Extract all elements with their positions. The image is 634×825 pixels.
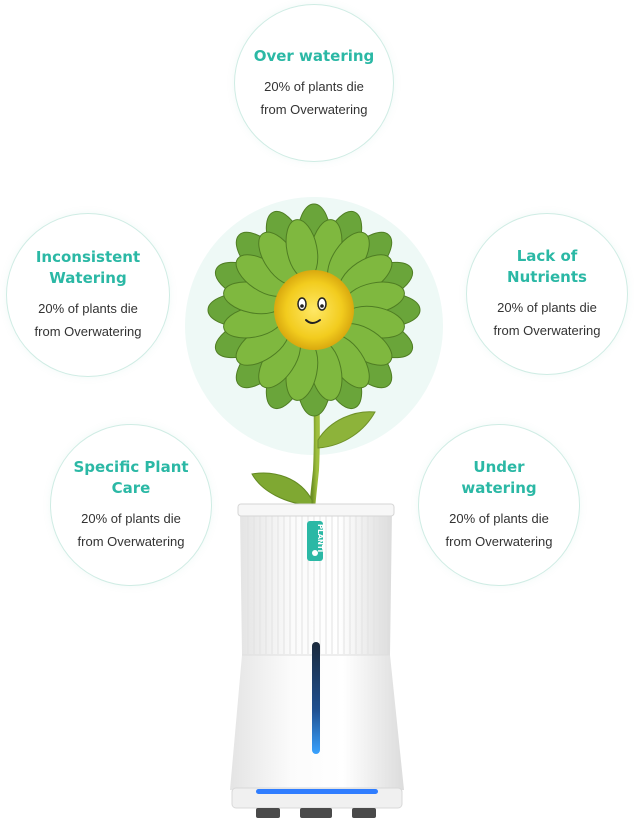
card-description: 20% of plants die from Overwatering bbox=[445, 511, 553, 549]
card-title: Under watering bbox=[461, 458, 537, 497]
pot-ribs bbox=[247, 516, 387, 654]
foot bbox=[300, 808, 332, 818]
card-title: Specific Plant Care bbox=[73, 458, 189, 497]
flower-center bbox=[274, 270, 354, 350]
brand-logo-icon bbox=[312, 550, 318, 556]
card-lack-of-nutrients: Lack of Nutrients 20% of plants die from… bbox=[466, 213, 628, 375]
card-title: Lack of Nutrients bbox=[507, 247, 587, 286]
pupil-left bbox=[300, 304, 304, 308]
flower-petals bbox=[207, 203, 421, 417]
pupil-right bbox=[320, 304, 324, 308]
card-specific-plant-care: Specific Plant Care 20% of plants die fr… bbox=[50, 424, 212, 586]
leaf-left bbox=[251, 472, 313, 507]
base-led-strip bbox=[256, 789, 378, 794]
card-description: 20% of plants die from Overwatering bbox=[77, 511, 185, 549]
card-over-watering: Over watering 20% of plants die from Ove… bbox=[234, 4, 394, 162]
foot bbox=[352, 808, 376, 818]
card-under-watering: Under watering 20% of plants die from Ov… bbox=[418, 424, 580, 586]
water-level-indicator bbox=[312, 642, 320, 754]
foot bbox=[256, 808, 280, 818]
pot-rim bbox=[237, 503, 395, 517]
card-description: 20% of plants die from Overwatering bbox=[34, 301, 142, 339]
card-title: Over watering bbox=[253, 46, 375, 65]
brand-label: PLANTI bbox=[316, 524, 324, 552]
eye-left bbox=[297, 297, 307, 311]
card-title: Inconsistent Watering bbox=[35, 248, 141, 287]
card-description: 20% of plants die from Overwatering bbox=[260, 78, 368, 117]
leaf-right bbox=[317, 411, 376, 449]
card-inconsistent-watering: Inconsistent Watering 20% of plants die … bbox=[6, 213, 170, 377]
brand-tag bbox=[307, 521, 323, 561]
eye-right bbox=[317, 297, 327, 311]
smile bbox=[305, 319, 321, 324]
card-description: 20% of plants die from Overwatering bbox=[493, 300, 601, 338]
